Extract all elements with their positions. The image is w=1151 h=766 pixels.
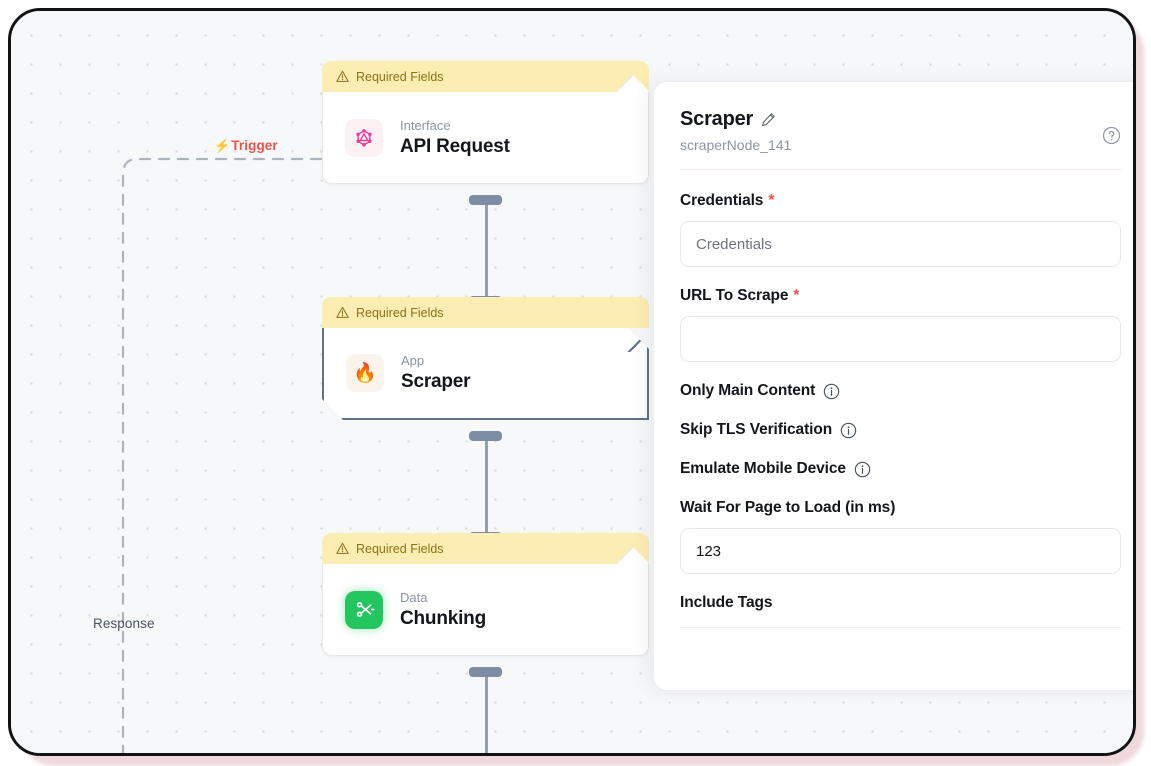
field-label-text: Emulate Mobile Device (680, 460, 846, 477)
required-asterisk: * (793, 287, 800, 304)
node-handle-out-scraper[interactable] (469, 431, 502, 441)
field-label-text: URL To Scrape (680, 287, 789, 304)
node-warning-text: Required Fields (356, 305, 444, 320)
flame-glyph: 🔥 (353, 362, 377, 384)
workflow-node-scraper[interactable]: Required Fields 🔥 App Scraper (322, 297, 649, 420)
workflow-node-api-request[interactable]: Required Fields (322, 61, 649, 184)
node-warning-text: Required Fields (356, 69, 444, 84)
graphql-glyph (356, 128, 372, 147)
flame-icon: 🔥 (346, 354, 384, 392)
node-warning-banner: Required Fields (322, 533, 649, 564)
trigger-label: ⚡ Trigger (214, 138, 278, 153)
node-category: Data (400, 589, 428, 605)
field-url-to-scrape: URL To Scrape * (680, 287, 1121, 362)
panel-title-row: Scraper (680, 108, 1121, 145)
info-icon[interactable] (823, 383, 840, 400)
graphql-icon (345, 118, 383, 157)
field-label: Include Tags (680, 594, 1121, 612)
connector-line-1 (485, 199, 488, 301)
inspector-form: Credentials * URL To Scrape * Only Main … (654, 170, 1133, 630)
connector-line-2 (485, 435, 488, 537)
node-title: Scraper (401, 371, 471, 392)
field-credentials: Credentials * (680, 192, 1121, 267)
node-body[interactable]: 🔥 App Scraper (322, 328, 649, 420)
node-id-label: scraperNode_141 (680, 137, 792, 153)
field-label-text: Only Main Content (680, 382, 816, 399)
node-title: Chunking (400, 607, 486, 629)
inspector-header: Scraper scraperNode_141 (654, 82, 1133, 169)
warning-triangle-icon (336, 542, 349, 554)
field-include-tags: Include Tags (680, 594, 1121, 630)
header-divider (680, 169, 1121, 170)
field-label-text: Wait For Page to Load (in ms) (680, 499, 896, 516)
scissors-glyph (356, 602, 375, 617)
pencil-icon[interactable] (761, 112, 776, 127)
field-label: URL To Scrape * (680, 287, 1121, 305)
field-label: Credentials * (680, 192, 1121, 210)
node-text: Interface API Request (400, 118, 510, 158)
node-text: Data Chunking (400, 590, 486, 630)
node-warning-text: Required Fields (356, 541, 444, 556)
node-body[interactable]: Interface API Request (322, 92, 649, 184)
field-label-text: Credentials (680, 192, 764, 209)
url-to-scrape-input[interactable] (680, 316, 1121, 362)
required-asterisk: * (768, 192, 775, 209)
node-inspector-panel: Scraper scraperNode_141 (653, 81, 1133, 691)
form-divider (680, 627, 1121, 628)
field-only-main-content[interactable]: Only Main Content (680, 382, 1121, 400)
node-warning-banner: Required Fields (322, 297, 649, 328)
node-text: App Scraper (401, 353, 470, 393)
workflow-node-chunking[interactable]: Required Fields (322, 533, 649, 656)
device-frame: ⚡ Trigger Response (8, 8, 1136, 756)
node-warning-banner: Required Fields (322, 61, 649, 92)
warning-triangle-icon (336, 70, 349, 82)
node-title: API Request (400, 135, 510, 157)
scissors-icon (345, 590, 383, 629)
info-icon[interactable] (840, 422, 857, 439)
credentials-input[interactable] (680, 221, 1121, 267)
field-label: Wait For Page to Load (in ms) (680, 499, 1121, 517)
warning-triangle-icon (336, 306, 349, 318)
node-handle-out-api[interactable] (469, 195, 502, 205)
node-handle-out-chunking[interactable] (469, 667, 502, 677)
info-icon[interactable] (854, 461, 871, 478)
field-skip-tls-verification[interactable]: Skip TLS Verification (680, 421, 1121, 439)
help-circle-icon[interactable] (1102, 126, 1121, 145)
node-category: App (401, 353, 425, 368)
page-title: Scraper (680, 108, 754, 130)
field-label-text: Skip TLS Verification (680, 421, 833, 438)
node-category: Interface (400, 117, 451, 133)
field-label-text: Include Tags (680, 594, 773, 611)
field-wait-for-page-to-load: Wait For Page to Load (in ms) (680, 499, 1121, 574)
connector-line-3 (485, 671, 488, 753)
response-label: Response (93, 616, 155, 631)
bolt-icon: ⚡ (214, 138, 231, 153)
trigger-label-text: Trigger (231, 138, 278, 153)
node-body[interactable]: Data Chunking (322, 564, 649, 656)
wait-for-page-to-load-input[interactable] (680, 528, 1121, 574)
field-emulate-mobile-device[interactable]: Emulate Mobile Device (680, 460, 1121, 478)
